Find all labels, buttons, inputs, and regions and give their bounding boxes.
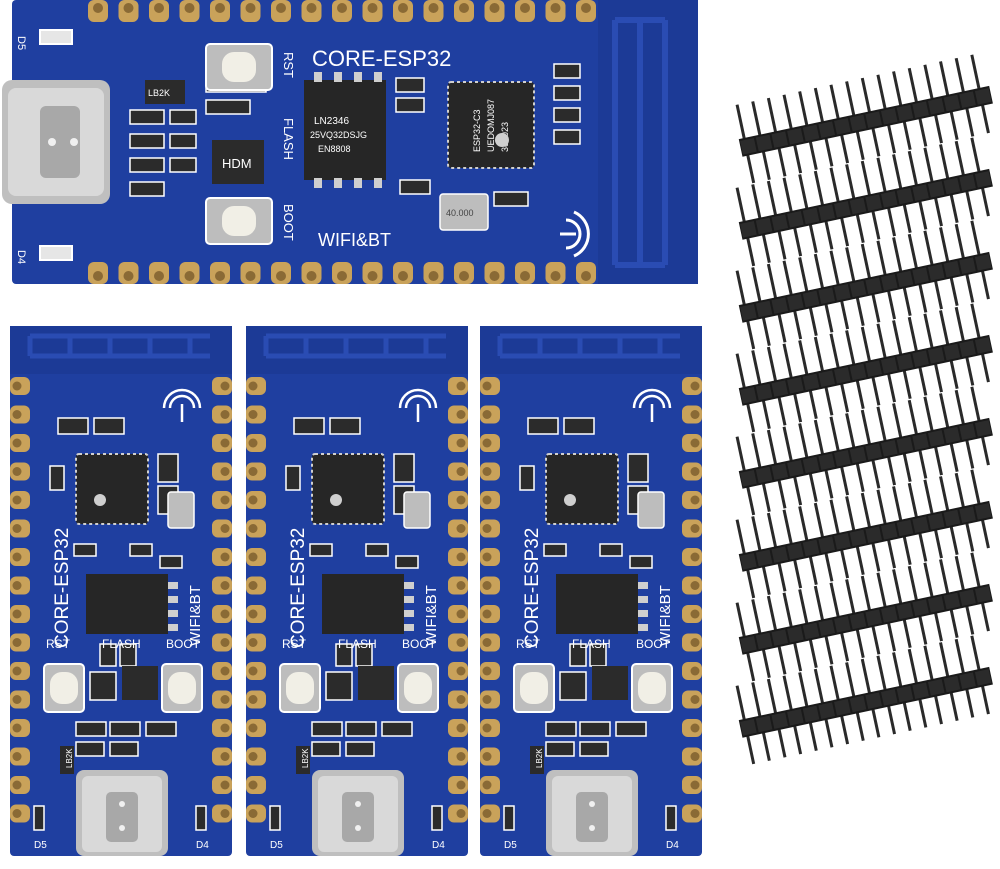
pin-header-strip bbox=[735, 552, 993, 682]
wifi-antenna-icon bbox=[560, 210, 590, 258]
label-rst: RST bbox=[516, 637, 541, 651]
flash-chip-line1: LN2346 bbox=[314, 116, 349, 127]
regulator-text: LB2K bbox=[65, 748, 74, 768]
label-rst: RST bbox=[282, 637, 307, 651]
regulator-text: LB2K bbox=[148, 88, 170, 98]
label-d4: D4 bbox=[432, 840, 445, 851]
mcu-line2: UEDOMJ087 bbox=[486, 99, 496, 152]
led-d5 bbox=[39, 29, 73, 45]
crystal: 40.000 bbox=[439, 193, 489, 231]
mcu-line1: ESP32-C3 bbox=[472, 109, 482, 152]
pin-header-strip bbox=[735, 469, 993, 599]
pin-header-strip bbox=[735, 137, 993, 267]
label-d4: D4 bbox=[15, 250, 27, 264]
pin-header-strip bbox=[735, 635, 993, 765]
usb-c-connector bbox=[2, 80, 110, 204]
pin-header-strip bbox=[735, 386, 993, 516]
pad-row-top bbox=[88, 0, 596, 22]
label-d5: D5 bbox=[504, 840, 517, 851]
small-board-title: CORE-ESP32 bbox=[288, 528, 309, 648]
pin-header-strip bbox=[735, 220, 993, 350]
regulator-text: LB2K bbox=[301, 748, 310, 768]
label-d5: D5 bbox=[34, 840, 47, 851]
label-rst: RST bbox=[46, 637, 71, 651]
crystal-text: 40.000 bbox=[446, 208, 474, 218]
regulator-text: LB2K bbox=[535, 748, 544, 768]
label-d5: D5 bbox=[15, 36, 27, 50]
label-rst: RST bbox=[281, 52, 296, 78]
small-board: CORE-ESP32 WIFI&BT RST FLASH BOOT D5 D4 LB2K bbox=[246, 326, 468, 856]
label-flash: FLASH bbox=[572, 637, 611, 651]
pin-header-strip bbox=[735, 54, 993, 184]
label-boot: BOOT bbox=[166, 637, 201, 651]
small-board: CORE-ESP32 WIFI&BT RST FLASH BOOT D5 D4 LB2K bbox=[480, 326, 702, 856]
small-board: CORE-ESP32 WIFI&BT RST FLASH BOOT D5 D4 LB2K bbox=[10, 326, 232, 856]
usb-bridge-chip bbox=[212, 140, 264, 184]
pad-row-bottom bbox=[88, 262, 596, 284]
usb-chip-text: HDM bbox=[222, 156, 252, 171]
label-wifi-bt: WIFI&BT bbox=[423, 585, 440, 646]
main-board: D5 D4 LB2K HDM bbox=[2, 0, 698, 284]
label-d4: D4 bbox=[196, 840, 209, 851]
flash-chip-line2: 25VQ32DSJG bbox=[310, 130, 367, 140]
small-board-title: CORE-ESP32 bbox=[52, 528, 73, 648]
boot-button[interactable] bbox=[205, 197, 273, 245]
label-boot: BOOT bbox=[636, 637, 671, 651]
label-flash: FLASH bbox=[281, 118, 296, 160]
regulator-chip bbox=[145, 80, 185, 104]
label-d5: D5 bbox=[270, 840, 283, 851]
esp32-c3-chip: ESP32-C3 UEDOMJ087 302023 bbox=[447, 81, 535, 169]
pin-headers bbox=[735, 54, 993, 765]
label-d4: D4 bbox=[666, 840, 679, 851]
label-flash: FLASH bbox=[102, 637, 141, 651]
label-wifi-bt: WIFI&BT bbox=[187, 585, 204, 646]
flash-chip-line3: EN8808 bbox=[318, 144, 351, 154]
rst-button[interactable] bbox=[205, 43, 273, 91]
label-wifi-bt: WIFI&BT bbox=[657, 585, 674, 646]
label-boot: BOOT bbox=[281, 204, 296, 241]
pin-header-strip bbox=[735, 303, 993, 433]
flash-chip: LN2346 25VQ32DSJG EN8808 bbox=[304, 72, 386, 188]
label-boot: BOOT bbox=[402, 637, 437, 651]
small-board-title: CORE-ESP32 bbox=[522, 528, 543, 648]
label-flash: FLASH bbox=[338, 637, 377, 651]
led-d4 bbox=[39, 245, 73, 261]
main-board-title: CORE-ESP32 bbox=[312, 46, 451, 71]
label-wifi-bt: WIFI&BT bbox=[318, 230, 391, 250]
